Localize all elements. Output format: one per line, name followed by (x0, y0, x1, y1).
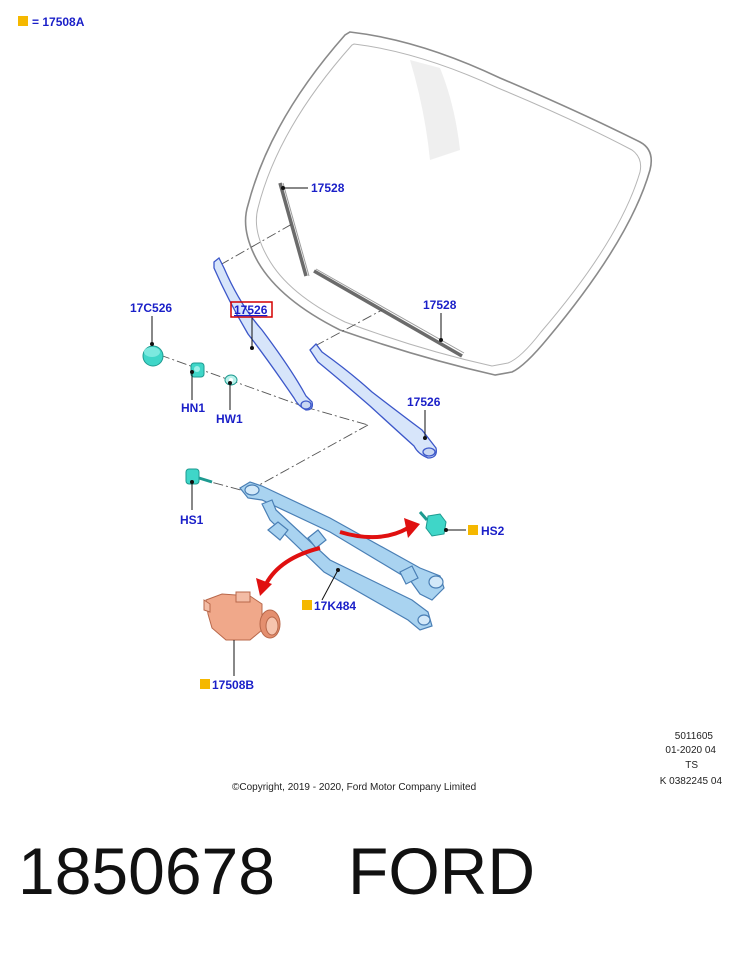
part-number: 1850678 (18, 834, 275, 908)
brand-name: FORD (348, 834, 535, 908)
drawing-info-line4: K 0382245 04 (660, 776, 723, 787)
arrow-heads (256, 518, 420, 596)
wiper-arm-right (309, 343, 437, 459)
label-arm-right: 17526 (407, 395, 441, 409)
wiper-blade-lower (313, 268, 465, 358)
marker-linkage (302, 600, 312, 610)
copyright-notice: ©Copyright, 2019 - 2020, Ford Motor Comp… (232, 782, 477, 793)
legend-swatch (18, 16, 28, 26)
label-arm-left: 17526 (234, 303, 268, 317)
install-arrows (264, 526, 409, 585)
drawing-info-line2: 01-2020 04 (665, 745, 716, 756)
label-blade-lower: 17528 (423, 298, 457, 312)
label-bolt-left: HS1 (180, 513, 204, 527)
wiper-blade-upper (278, 182, 310, 277)
drawing-info-line3: TS (685, 760, 698, 771)
leader-dots (150, 186, 448, 572)
windshield-reflection (410, 60, 460, 160)
label-nut: HN1 (181, 401, 205, 415)
label-blade-upper: 17528 (311, 181, 345, 195)
label-bolt-right: HS2 (481, 524, 505, 538)
label-linkage: 17K484 (314, 599, 356, 613)
nut-part (190, 362, 205, 378)
legend-text: = 17508A (32, 15, 85, 29)
label-cap: 17C526 (130, 301, 172, 315)
drawing-info-line1: 5011605 (675, 731, 714, 742)
cap-part (142, 345, 164, 367)
marker-bolt-right (468, 525, 478, 535)
highlight-box (230, 301, 273, 318)
leader-lines (151, 187, 466, 676)
bolt-right-part (418, 511, 447, 537)
wiper-motor (203, 591, 281, 641)
wiper-linkage (239, 481, 445, 631)
windshield-outline (244, 31, 653, 376)
wiper-arm-left (213, 256, 314, 411)
label-motor: 17508B (212, 678, 254, 692)
bolt-left-part (185, 468, 213, 485)
marker-motor (200, 679, 210, 689)
label-washer: HW1 (216, 412, 243, 426)
